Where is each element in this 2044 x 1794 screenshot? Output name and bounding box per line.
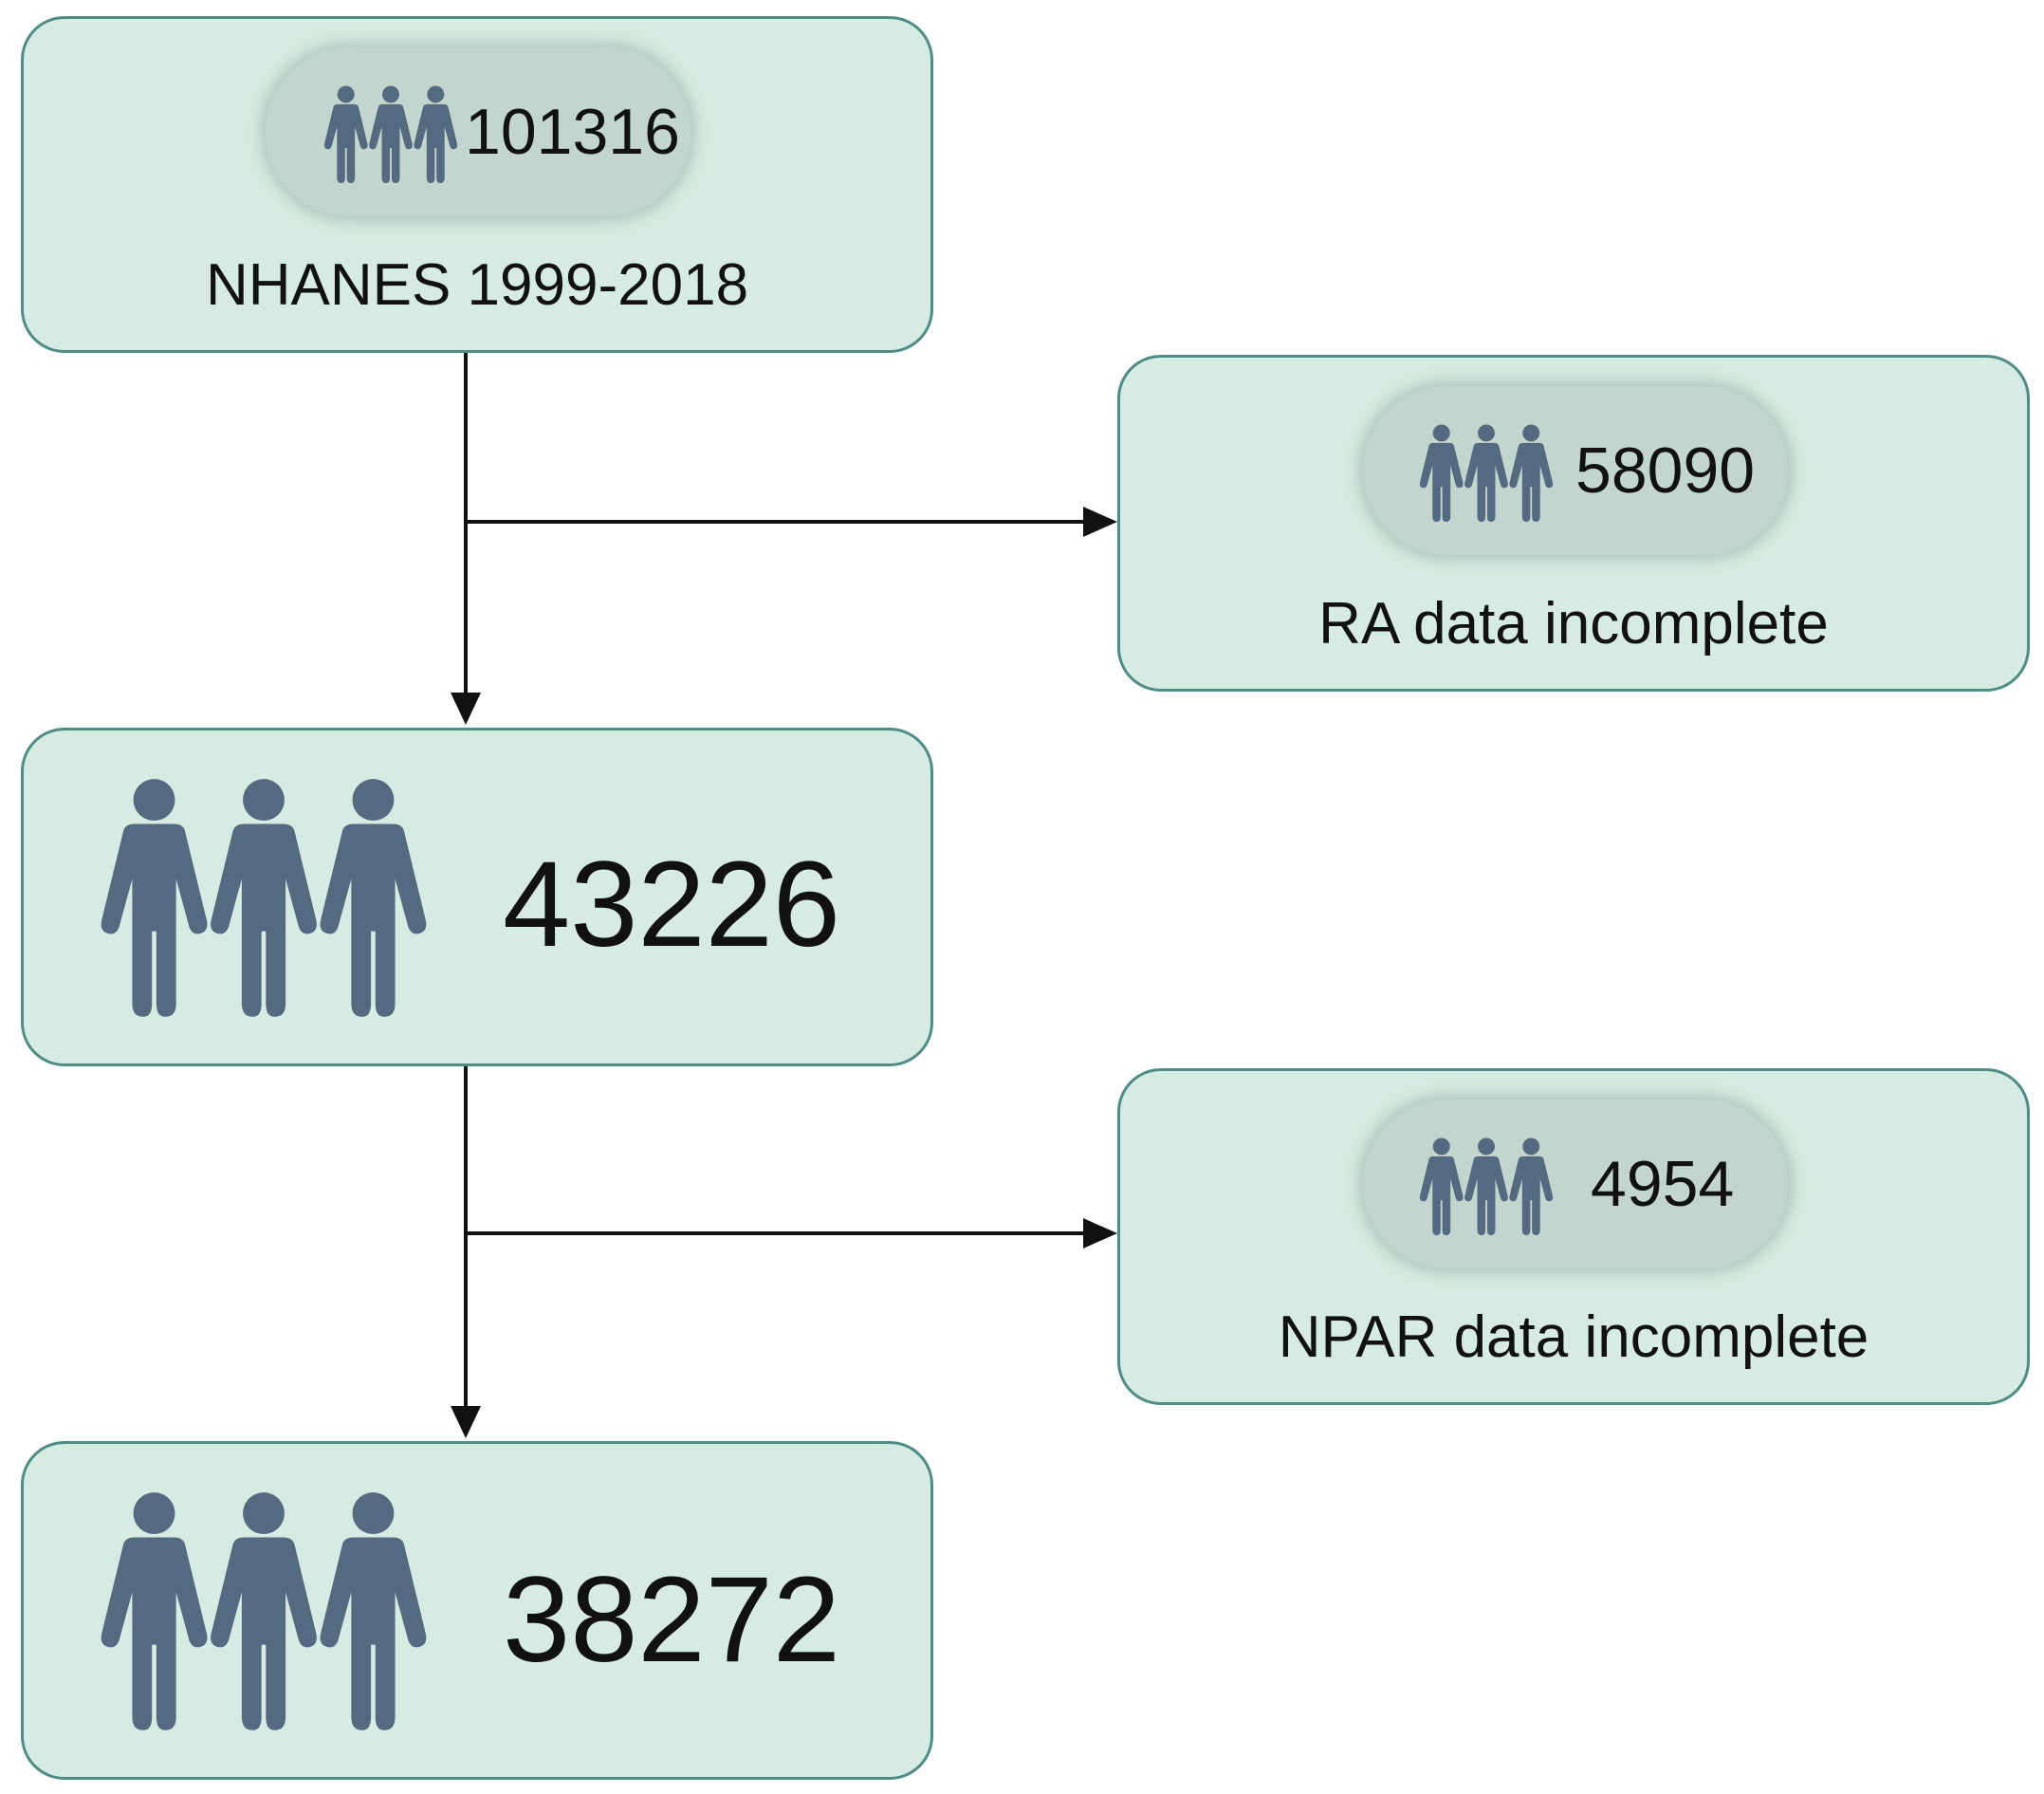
node-after-ra: 43226 xyxy=(21,728,933,1066)
node-label: NPAR data incomplete xyxy=(1278,1304,1869,1370)
people-group-icon xyxy=(79,1491,449,1732)
node-label: RA data incomplete xyxy=(1318,591,1829,657)
connector-to-excluded-ra xyxy=(466,507,1117,537)
node-excluded-npar: 4954 NPAR data incomplete xyxy=(1117,1068,2030,1405)
count-pill: 4954 xyxy=(1363,1100,1788,1268)
node-excluded-ra: 58090 RA data incomplete xyxy=(1117,355,2030,692)
count-value: 58090 xyxy=(1575,435,1756,507)
connector-after-ra-to-final xyxy=(451,1066,481,1438)
count-pill: 58090 xyxy=(1363,386,1788,555)
people-group-icon xyxy=(1412,1137,1560,1236)
people-group-icon xyxy=(79,778,449,1019)
count-pill: 101316 xyxy=(266,47,691,216)
node-final: 38272 xyxy=(21,1441,933,1780)
count-value: 38272 xyxy=(503,1552,840,1688)
count-value: 101316 xyxy=(465,96,680,168)
node-start: 101316 NHANES 1999-2018 xyxy=(21,16,933,353)
connector-start-to-after-ra xyxy=(451,353,481,725)
people-group-icon xyxy=(1412,424,1560,523)
node-label: NHANES 1999-2018 xyxy=(205,252,749,318)
count-value: 4954 xyxy=(1591,1148,1735,1220)
people-group-icon xyxy=(317,85,465,184)
connector-to-excluded-npar xyxy=(466,1218,1117,1248)
count-value: 43226 xyxy=(503,837,840,972)
